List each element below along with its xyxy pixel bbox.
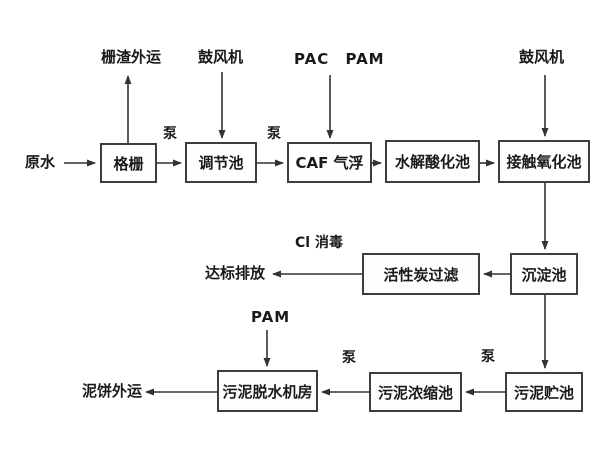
label-pump-4: 泵 [342,350,356,366]
node-activated-carbon-filter: 活性炭过滤 [362,253,480,295]
label-pump-1: 泵 [163,126,177,142]
node-sludge-thickening-tank: 污泥浓缩池 [369,372,462,412]
label-pump-3: 泵 [481,349,495,365]
label-pac-pam: PAC PAM [294,50,385,68]
node-sludge-storage-tank: 污泥贮池 [505,372,583,412]
label-blower-1: 鼓风机 [198,48,244,66]
label-slag-outbound: 栅渣外运 [101,48,162,66]
label-cl-disinfection: Cl 消毒 [295,235,343,251]
label-pump-2: 泵 [267,126,281,142]
label-standard-discharge: 达标排放 [205,264,266,282]
node-regulating-tank: 调节池 [185,142,257,183]
node-sedimentation-tank: 沉淀池 [510,253,578,295]
label-pam: PAM [251,308,291,326]
node-grille: 格栅 [100,143,157,183]
node-hydrolysis-acidification-tank: 水解酸化池 [385,140,480,183]
label-blower-2: 鼓风机 [519,48,565,66]
node-caf-flotation: CAF 气浮 [287,142,372,183]
label-mud-cake-outbound: 泥饼外运 [82,382,143,400]
node-contact-oxidation-tank: 接触氧化池 [498,140,590,183]
label-raw-water: 原水 [25,153,56,171]
node-sludge-dewatering-room: 污泥脱水机房 [217,370,318,412]
